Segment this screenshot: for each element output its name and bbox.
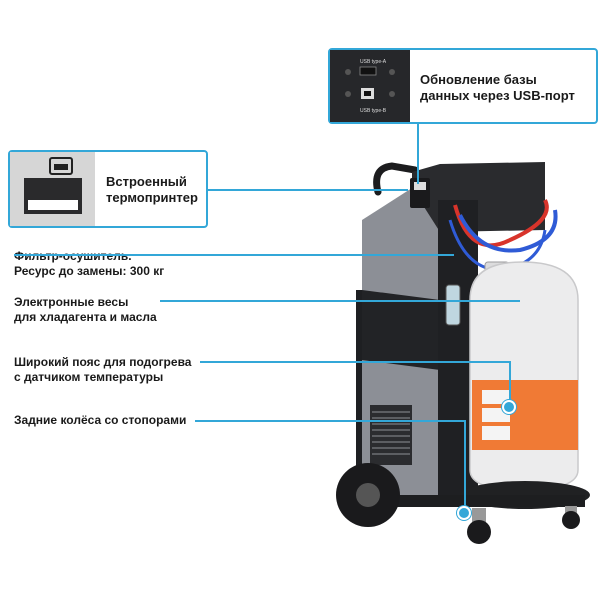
usb-port-a-label: USB type-A (360, 59, 387, 65)
usb-text-line1: Обновление базы (420, 72, 537, 87)
usb-callout-text: Обновление базы данных через USB-порт (420, 72, 595, 104)
scales-leader-line (160, 300, 520, 302)
belt-marker-dot (502, 400, 516, 414)
printer-leader-line (208, 189, 408, 191)
scales-line2: для хладагента и масла (14, 310, 157, 324)
usb-port-icon: USB type-A USB type-B (330, 50, 410, 122)
printer-text-line1: Встроенный (106, 174, 187, 189)
printer-callout-text: Встроенный термопринтер (106, 174, 206, 206)
filter-label: Фильтр-осушитель. Ресурс до замены: 300 … (14, 249, 244, 279)
filter-line1: Фильтр-осушитель. (14, 249, 132, 263)
usb-leader-line (417, 124, 419, 184)
belt-leader-line (200, 361, 510, 363)
printer-icon (10, 152, 95, 226)
filter-line2: Ресурс до замены: 300 кг (14, 264, 165, 278)
wheels-label: Задние колёса со стопорами (14, 413, 214, 428)
belt-line2: с датчиком температуры (14, 370, 164, 384)
wheels-marker-dot (457, 506, 471, 520)
belt-label: Широкий пояс для подогрева с датчиком те… (14, 355, 234, 385)
usb-text-line2: данных через USB-порт (420, 88, 575, 103)
filter-leader-line (14, 254, 454, 256)
usb-port-b-label: USB type-B (360, 108, 387, 114)
belt-leader-vertical (509, 361, 511, 405)
wheels-line1: Задние колёса со стопорами (14, 413, 187, 427)
wheels-leader-vertical (464, 420, 466, 510)
scales-line1: Электронные весы (14, 295, 129, 309)
wheels-leader-line (195, 420, 465, 422)
scales-label: Электронные весы для хладагента и масла (14, 295, 214, 325)
printer-text-line2: термопринтер (106, 190, 198, 205)
belt-line1: Широкий пояс для подогрева (14, 355, 192, 369)
